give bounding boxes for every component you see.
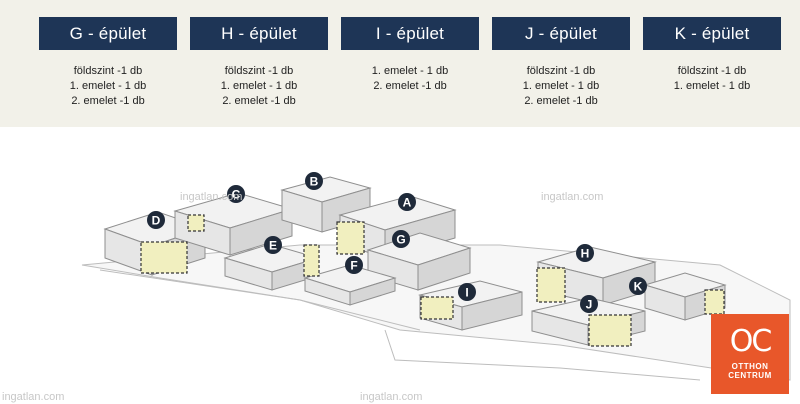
marker-b-label: B xyxy=(310,175,319,189)
marker-i-label: I xyxy=(465,286,468,300)
building-card-j: J - épület földszint -1 db 1. emelet - 1… xyxy=(492,17,630,109)
unit-line: 2. emelet -1 db xyxy=(373,80,447,92)
building-k xyxy=(643,272,727,321)
logo-line-1: OTTHON xyxy=(731,362,769,371)
building-h xyxy=(536,246,657,306)
unit-highlight xyxy=(588,314,632,347)
unit-highlight xyxy=(336,221,365,255)
building-markers: A B C D E F G H I J K xyxy=(147,172,647,313)
marker-d-label: D xyxy=(152,214,161,228)
unit-highlight xyxy=(140,241,188,274)
unit-line: 2. emelet -1 db xyxy=(71,95,145,107)
marker-f: F xyxy=(345,256,363,274)
watermark: ingatlan.com xyxy=(2,391,65,403)
watermark: ingatlan.com xyxy=(360,391,423,403)
unit-line: 1. emelet - 1 db xyxy=(220,80,298,92)
unit-line: 1. emelet - 1 db xyxy=(522,80,600,92)
unit-list: földszint -1 db 1. emelet - 1 db 2. emel… xyxy=(492,64,630,109)
unit-highlight xyxy=(704,289,725,315)
unit-line: földszint -1 db xyxy=(526,65,596,77)
unit-line: 1. emelet - 1 db xyxy=(673,80,751,92)
marker-f-label: F xyxy=(350,259,357,273)
building-card-h: H - épület földszint -1 db 1. emelet - 1… xyxy=(190,17,328,109)
marker-h: H xyxy=(576,244,594,262)
unit-list: 1. emelet - 1 db 2. emelet -1 db xyxy=(341,64,479,94)
unit-highlight xyxy=(420,296,454,320)
marker-a: A xyxy=(398,193,416,211)
unit-list: földszint -1 db 1. emelet - 1 db 2. emel… xyxy=(190,64,328,109)
marker-i: I xyxy=(458,283,476,301)
marker-a-label: A xyxy=(403,196,412,210)
unit-line: földszint -1 db xyxy=(224,65,294,77)
unit-list: földszint -1 db 1. emelet - 1 db xyxy=(643,64,781,94)
marker-c-label: C xyxy=(232,188,241,202)
building-title: I - épület xyxy=(341,17,479,50)
marker-e: E xyxy=(264,236,282,254)
marker-e-label: E xyxy=(269,239,277,253)
building-card-g: G - épület földszint -1 db 1. emelet - 1… xyxy=(39,17,177,109)
building-title: J - épület xyxy=(492,17,630,50)
marker-g-label: G xyxy=(396,233,405,247)
unit-highlight xyxy=(187,214,205,232)
marker-c: C xyxy=(227,185,245,203)
marker-d: D xyxy=(147,211,165,229)
building-title: K - épület xyxy=(643,17,781,50)
marker-g: G xyxy=(392,230,410,248)
marker-j-label: J xyxy=(586,298,593,312)
marker-k: K xyxy=(629,277,647,295)
building-card-i: I - épület 1. emelet - 1 db 2. emelet -1… xyxy=(341,17,479,94)
unit-line: földszint -1 db xyxy=(677,65,747,77)
summary-band: G - épület földszint -1 db 1. emelet - 1… xyxy=(0,0,800,127)
marker-h-label: H xyxy=(581,247,590,261)
unit-highlight xyxy=(536,267,566,303)
building-card-k: K - épület földszint -1 db 1. emelet - 1… xyxy=(643,17,781,94)
otthon-centrum-logo: OC OTTHON CENTRUM xyxy=(711,314,789,394)
unit-line: 2. emelet -1 db xyxy=(222,95,296,107)
logo-mark-icon: OC xyxy=(729,324,773,359)
building-g xyxy=(366,232,472,291)
logo-line-2: CENTRUM xyxy=(728,371,772,380)
unit-line: földszint -1 db xyxy=(73,65,143,77)
unit-list: földszint -1 db 1. emelet - 1 db 2. emel… xyxy=(39,64,177,109)
building-title: G - épület xyxy=(39,17,177,50)
unit-line: 1. emelet - 1 db xyxy=(69,80,147,92)
unit-line: 1. emelet - 1 db xyxy=(371,65,449,77)
unit-line: 2. emelet -1 db xyxy=(524,95,598,107)
marker-b: B xyxy=(305,172,323,190)
site-plan: A B C D E F G H I J K xyxy=(81,172,791,381)
marker-k-label: K xyxy=(634,280,643,294)
building-title: H - épület xyxy=(190,17,328,50)
highlighted-units xyxy=(140,214,725,347)
marker-j: J xyxy=(580,295,598,313)
watermark: ingatlan.com xyxy=(541,191,604,203)
building-f xyxy=(303,264,397,306)
unit-highlight xyxy=(303,244,320,277)
watermark: ingatlan.com xyxy=(180,191,243,203)
